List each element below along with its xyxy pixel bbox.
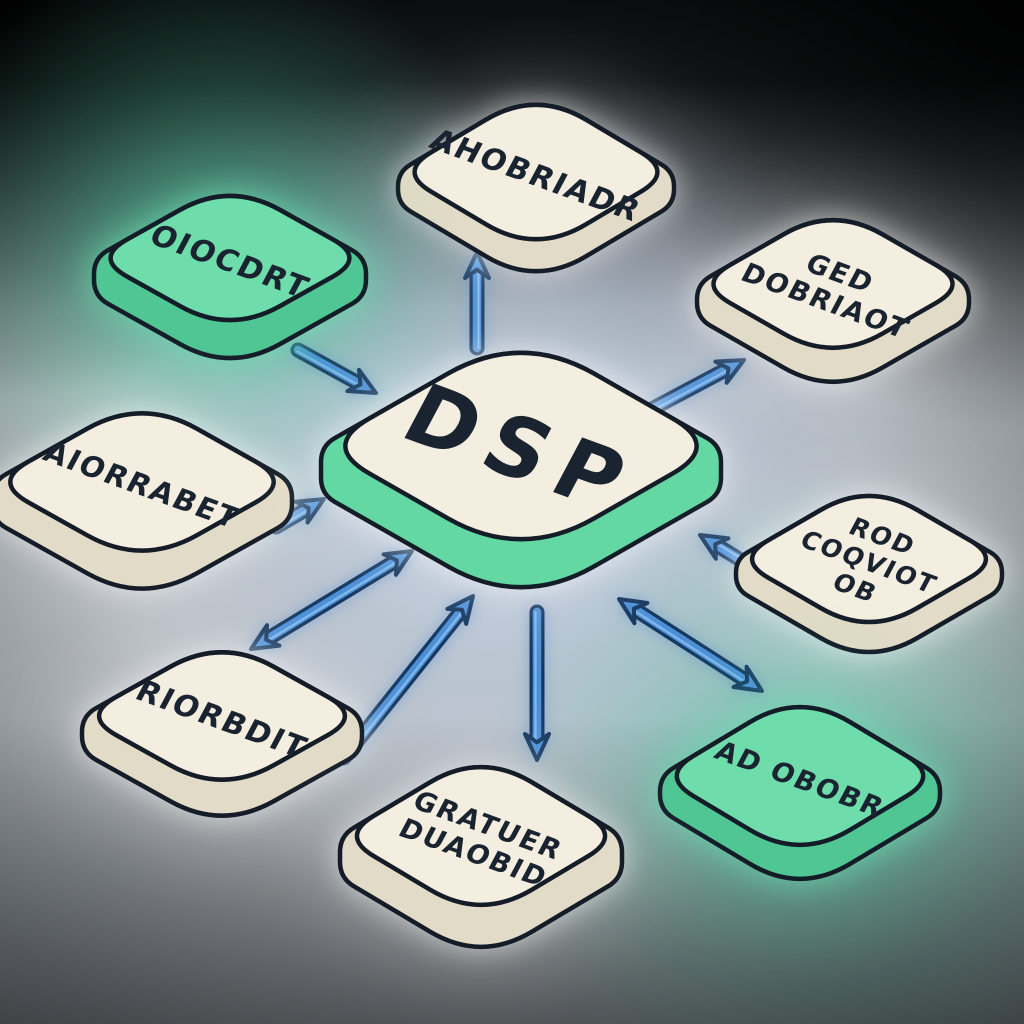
node-oiocdrt: OIOCDRT <box>91 193 369 361</box>
arrow-riorbdit-to-dsp <box>249 549 414 651</box>
node-top <box>343 350 699 542</box>
node-top <box>711 218 955 350</box>
node-top <box>8 411 276 553</box>
arrow-dsp-to-ahobriadr <box>463 250 491 356</box>
node-top <box>412 102 660 242</box>
node-top <box>674 705 926 847</box>
arrow-rod-coqviot-ob-to-dsp <box>698 533 747 567</box>
arrow-oiocdrt-to-dsp <box>290 342 378 395</box>
node-top <box>97 650 347 782</box>
arrow-dsp-to-gratuer-duaobid <box>523 604 551 762</box>
node-ged-dobriaot: GEDDOBRIAOT <box>694 218 972 384</box>
arrow-dsp-to-ad-obobr <box>617 597 764 693</box>
node-ahobriadr: AHOBRIADR <box>395 102 677 274</box>
node-dsp: DSP <box>318 350 724 590</box>
node-ad-obobr: AD OBOBR <box>657 705 943 881</box>
node-rod-coqviot-ob: RODCOQVIOTOB <box>733 493 1005 655</box>
node-gratuer-duaobid: GRATUERDUAOBID <box>337 765 625 949</box>
node-riorbdit: RIORBDIT <box>79 650 365 818</box>
node-top <box>108 193 352 323</box>
arrow-dsp-to-ged-dobriaot <box>642 358 746 418</box>
node-top <box>749 493 989 625</box>
node-aiorrabet: AIORRABET <box>0 411 295 591</box>
node-top <box>354 765 608 907</box>
